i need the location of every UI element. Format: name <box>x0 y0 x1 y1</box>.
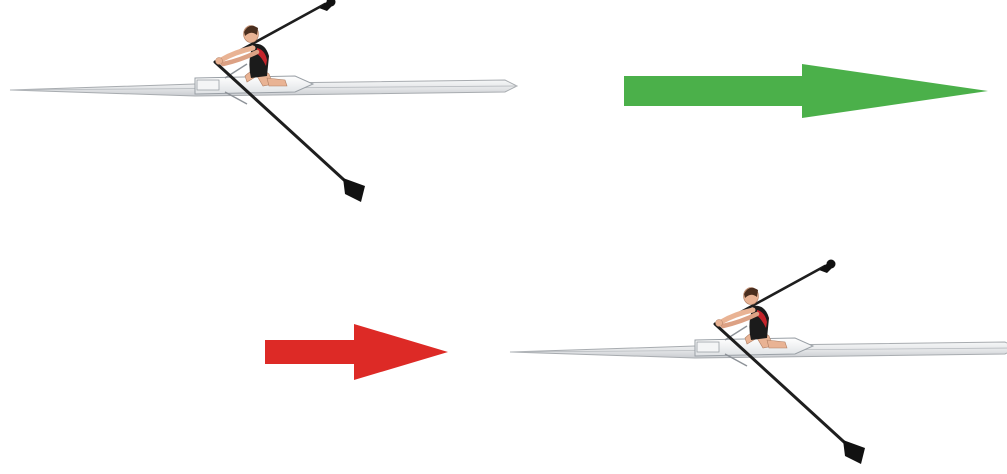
bottom-panel <box>265 260 1007 465</box>
rower-boat-top <box>10 0 517 202</box>
top-panel <box>10 0 988 202</box>
rower-boat-bottom <box>510 260 1007 465</box>
red-arrow <box>265 324 448 380</box>
green-arrow <box>624 64 988 118</box>
